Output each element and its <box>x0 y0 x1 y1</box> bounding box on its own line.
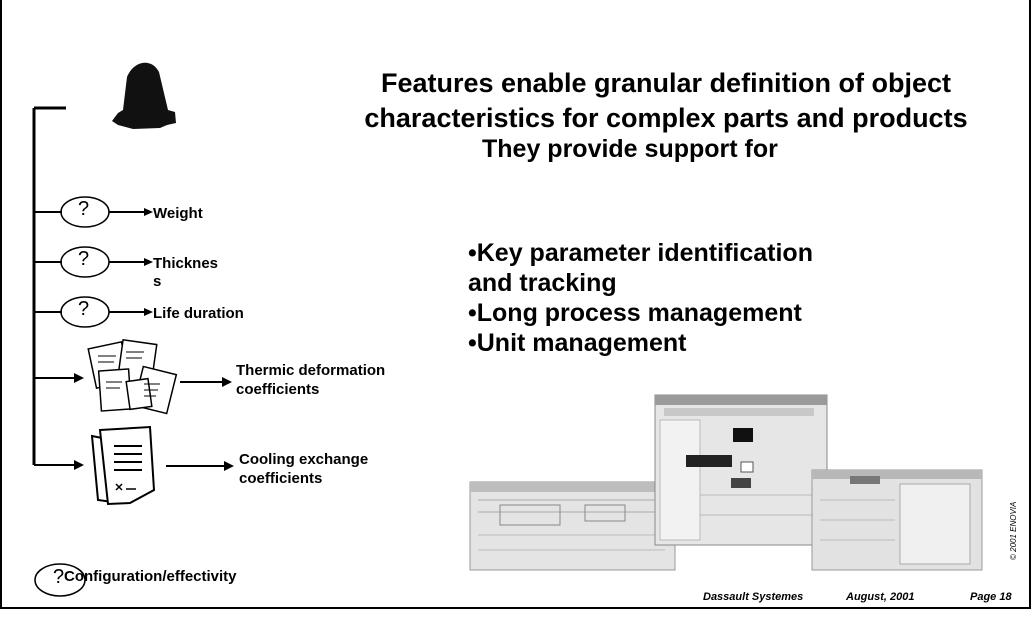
question-mark: ? <box>78 248 90 270</box>
copyright-notice: © 2001 ENOVIA <box>1009 501 1018 560</box>
screenshot-right <box>811 469 983 571</box>
footer-date: August, 2001 <box>846 591 915 603</box>
screenshot-left <box>469 481 676 571</box>
slide-title: Features enable granular definition of o… <box>316 66 1016 136</box>
arrow-icon <box>224 461 234 471</box>
weight-label: Weight <box>153 205 203 222</box>
bullet-1-line-2: and tracking <box>468 269 617 297</box>
subtitle: They provide support for <box>482 135 778 163</box>
title-line-2: characteristics for complex parts and pr… <box>364 103 968 133</box>
question-mark: ? <box>53 566 65 588</box>
screenshot-center <box>654 394 828 546</box>
part-icon <box>112 62 176 130</box>
footer-company: Dassault Systemes <box>703 591 804 603</box>
cooling-label-line1: Cooling exchange <box>239 451 369 468</box>
thermic-label-line2: coefficients <box>236 381 320 398</box>
thickness-label-line2: s <box>153 273 162 290</box>
bullet-1-line-1: •Key parameter identification <box>468 239 813 267</box>
configuration-label: Configuration/effectivity <box>64 568 237 585</box>
arrow-icon <box>144 308 153 316</box>
question-circle-icon <box>34 563 86 597</box>
arrow-icon <box>144 208 153 216</box>
thickness-label-line1: Thicknes <box>153 255 219 272</box>
arrow-icon <box>222 377 232 387</box>
title-line-1: Features enable granular definition of o… <box>380 68 952 98</box>
footer-page: Page 18 <box>970 591 1012 603</box>
arrow-icon <box>74 460 84 470</box>
arrow-icon <box>144 258 153 266</box>
arrow-icon <box>74 373 84 383</box>
document-icon <box>90 425 156 506</box>
life-duration-label: Life duration <box>153 305 244 322</box>
cooling-label-line2: coefficients <box>239 470 323 487</box>
bullet-list: •Key parameter identification and tracki… <box>468 238 813 358</box>
documents-icon <box>87 338 178 415</box>
bullet-3: •Unit management <box>468 329 687 357</box>
thermic-label-line1: Thermic deformation <box>236 362 386 379</box>
question-mark: ? <box>78 198 90 220</box>
bullet-2: •Long process management <box>468 299 802 327</box>
question-mark: ? <box>78 298 90 320</box>
